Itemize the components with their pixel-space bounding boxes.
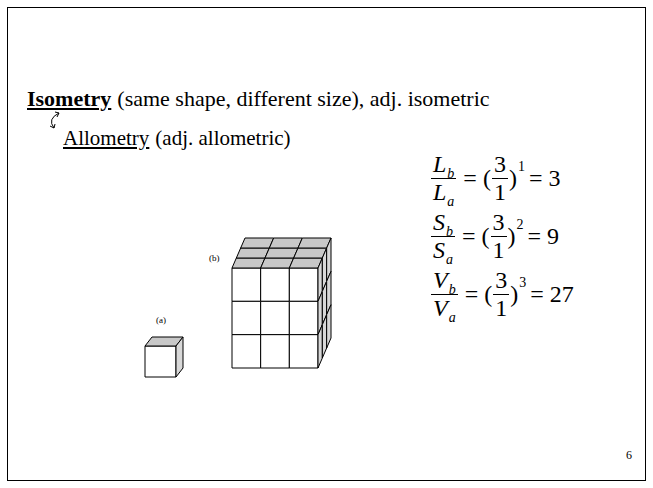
cube-face bbox=[232, 268, 261, 301]
cube-face bbox=[298, 238, 331, 248]
heading-line: Isometry(same shape, different size), ad… bbox=[27, 86, 490, 112]
cube-face bbox=[261, 335, 290, 368]
ratio-fraction: LbLa bbox=[431, 152, 456, 205]
figure-label: (a) bbox=[156, 315, 166, 325]
close-paren: ) bbox=[509, 165, 517, 192]
subscript: a bbox=[446, 252, 453, 267]
exponent: 3 bbox=[519, 275, 526, 291]
cube-face bbox=[289, 301, 318, 334]
cube-face bbox=[294, 248, 327, 258]
cube-face bbox=[289, 258, 322, 268]
exponent: 2 bbox=[517, 217, 524, 233]
close-paren: ) bbox=[510, 281, 518, 308]
slide-frame bbox=[8, 8, 646, 481]
cube-face bbox=[289, 268, 318, 301]
denominator: 1 bbox=[493, 295, 509, 321]
number: 3 bbox=[495, 267, 507, 293]
numerator: 3 bbox=[492, 152, 508, 179]
cube-face bbox=[261, 268, 290, 301]
ratio-equation: VbVa= (31)3= 27 bbox=[428, 268, 574, 321]
equals-paren: = ( bbox=[463, 165, 491, 192]
ratio-fraction: VbVa bbox=[431, 268, 458, 321]
term-isometry: Isometry bbox=[27, 86, 111, 111]
variable: V bbox=[433, 295, 448, 321]
definition-text: (adj. allometric) bbox=[155, 126, 290, 150]
number: 3 bbox=[493, 209, 505, 235]
cube-face bbox=[327, 305, 331, 348]
ratio-fraction: SbSa bbox=[431, 210, 455, 263]
page-number: 6 bbox=[626, 448, 632, 463]
result: = 9 bbox=[528, 223, 560, 250]
cube-face bbox=[322, 315, 326, 358]
subscript: b bbox=[446, 224, 453, 239]
numerator: 3 bbox=[493, 268, 509, 295]
number-fraction: 31 bbox=[492, 152, 508, 205]
cube-face bbox=[269, 238, 302, 248]
number: 1 bbox=[495, 295, 507, 321]
numerator: Vb bbox=[431, 268, 458, 295]
variable: V bbox=[433, 267, 448, 293]
cube-face bbox=[232, 301, 261, 334]
cube-face bbox=[232, 258, 265, 268]
subscript: b bbox=[447, 166, 454, 181]
denominator: 1 bbox=[492, 179, 508, 205]
cube-face bbox=[232, 335, 261, 368]
cube-face bbox=[145, 346, 176, 377]
figure-label: (b) bbox=[209, 253, 220, 263]
denominator: La bbox=[431, 179, 456, 205]
cube-face bbox=[261, 258, 294, 268]
definition-text: (same shape, different size), adj. isome… bbox=[117, 86, 489, 111]
cube-face bbox=[318, 325, 322, 368]
ratio-equation: SbSa = (31)2= 9 bbox=[428, 210, 559, 263]
numerator: Lb bbox=[431, 152, 456, 179]
equals-paren: = ( bbox=[462, 223, 490, 250]
subscript: b bbox=[449, 282, 456, 297]
cube-illustration bbox=[145, 238, 331, 377]
variable: S bbox=[433, 209, 445, 235]
cube-face bbox=[265, 248, 298, 258]
numerator: Sb bbox=[431, 210, 455, 237]
denominator: 1 bbox=[491, 237, 507, 263]
number-fraction: 31 bbox=[491, 210, 507, 263]
double-arrow-symbol bbox=[50, 112, 59, 128]
cube-face bbox=[289, 335, 318, 368]
denominator: Sa bbox=[431, 237, 455, 263]
denominator: Va bbox=[431, 295, 458, 321]
numerator: 3 bbox=[491, 210, 507, 237]
variable: L bbox=[433, 179, 446, 205]
subheading-line: Allometry(adj. allometric) bbox=[63, 126, 291, 151]
number-fraction: 31 bbox=[493, 268, 509, 321]
ratio-equation: LbLa= (31)1= 3 bbox=[428, 152, 560, 205]
term-allometry: Allometry bbox=[63, 126, 149, 150]
cube-face bbox=[236, 248, 269, 258]
cube-face bbox=[176, 337, 183, 377]
result: = 27 bbox=[530, 281, 574, 308]
variable: L bbox=[433, 151, 446, 177]
exponent: 1 bbox=[518, 159, 525, 175]
equals-paren: = ( bbox=[465, 281, 493, 308]
variable: S bbox=[433, 237, 445, 263]
result: = 3 bbox=[529, 165, 561, 192]
number: 1 bbox=[494, 179, 506, 205]
number: 3 bbox=[494, 151, 506, 177]
number: 1 bbox=[493, 237, 505, 263]
cube-face bbox=[261, 301, 290, 334]
close-paren: ) bbox=[508, 223, 516, 250]
subscript: a bbox=[447, 194, 454, 209]
subscript: a bbox=[449, 310, 456, 325]
cube-face bbox=[241, 238, 274, 248]
